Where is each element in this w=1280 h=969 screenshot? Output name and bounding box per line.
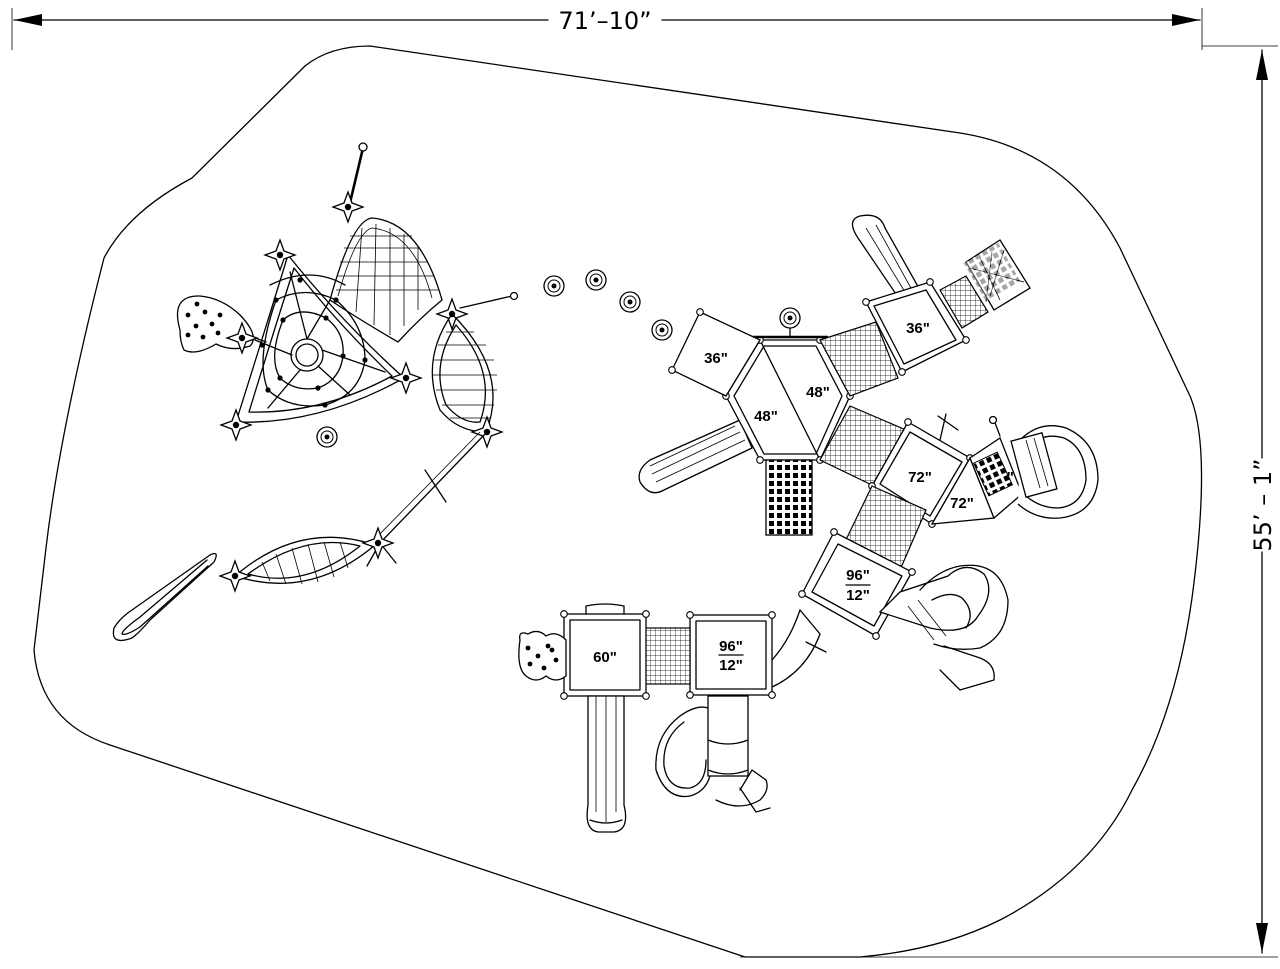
width-dimension: 71’–10” bbox=[11, 7, 1203, 50]
curved-ladder-climber-lower bbox=[112, 431, 488, 642]
deck-60-label: 60" bbox=[593, 649, 617, 666]
height-label: 55’ – 1” bbox=[1249, 458, 1277, 551]
arrow-up-icon bbox=[1256, 50, 1268, 80]
site-boundary bbox=[33, 45, 1203, 958]
arrow-right-icon bbox=[1172, 14, 1200, 26]
deck-48-left-label: 48" bbox=[754, 408, 778, 425]
stepping-posts bbox=[543, 269, 673, 341]
curved-ladder-climber-upper bbox=[431, 291, 519, 448]
deck-72-triangle-label: 72" bbox=[950, 495, 974, 512]
deck-72-upper-label: 72" bbox=[908, 469, 932, 486]
deck-96a-top-label: 96" bbox=[846, 567, 870, 584]
deck-36-left-label: 36" bbox=[704, 350, 728, 367]
arrow-left-icon bbox=[14, 14, 42, 26]
triangular-net-climber bbox=[176, 142, 468, 448]
deck-48-right-label: 48" bbox=[806, 384, 830, 401]
deck-36-upper-label: 36" bbox=[906, 320, 930, 337]
deck-96b-top-label: 96" bbox=[719, 638, 743, 655]
deck-96b-bottom-label: 12" bbox=[719, 657, 743, 674]
arrow-down-icon bbox=[1256, 923, 1268, 953]
width-label: 71’–10” bbox=[558, 7, 651, 35]
main-play-structure: 48" 48" 36" 36" 72" 72" bbox=[518, 214, 1099, 833]
deck-96a-bottom-label: 12" bbox=[846, 587, 870, 604]
